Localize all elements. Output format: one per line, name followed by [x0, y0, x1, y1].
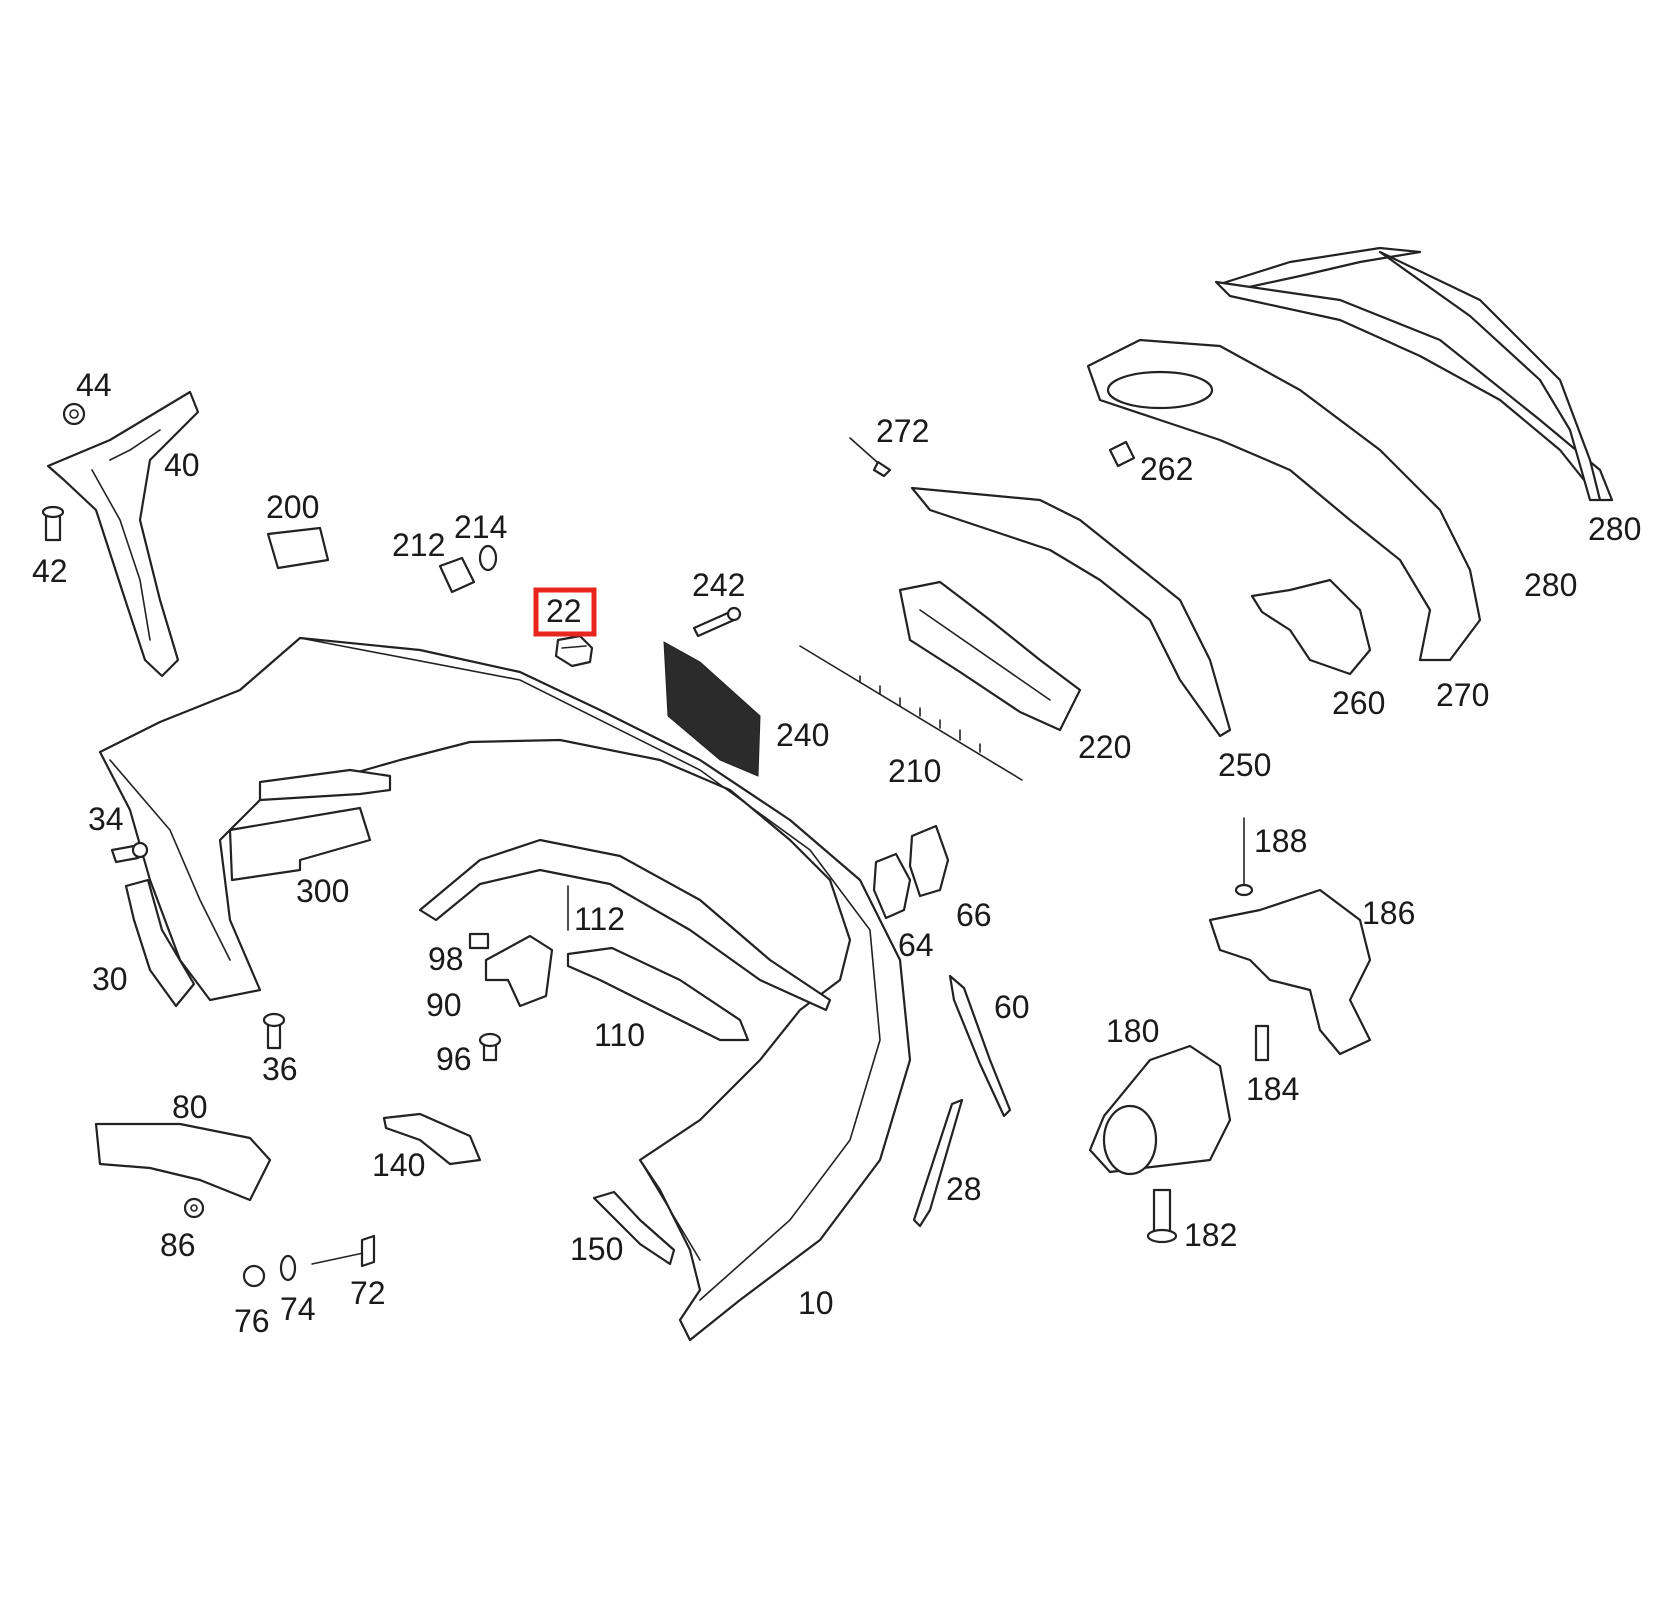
bracket-140-part: [382, 1112, 482, 1166]
frame-220-part: [898, 580, 1082, 732]
callout-40: 40: [164, 447, 200, 483]
callout-188: 188: [1254, 823, 1307, 859]
callout-186: 186: [1362, 895, 1415, 931]
callout-212: 212: [392, 527, 445, 563]
callout-270: 270: [1436, 677, 1489, 713]
callout-200: 200: [266, 489, 319, 525]
panel-300-part: [228, 768, 392, 882]
bracket-90-part: [484, 934, 554, 1008]
washer-86-part: [183, 1197, 205, 1219]
grille-240-part: [663, 641, 761, 777]
inner-beam-part: [418, 838, 832, 1012]
callout-22: 22: [546, 593, 582, 629]
callout-272: 272: [876, 413, 929, 449]
sensor-212-part: [438, 556, 476, 594]
ring-214-part: [478, 544, 498, 572]
reflector-64-part: [872, 852, 912, 920]
bolt-182-part: [1146, 1188, 1178, 1244]
clip-184-part: [1254, 1024, 1270, 1062]
callout-112: 112: [574, 901, 625, 937]
callout-242: 242: [692, 567, 745, 603]
callout-98: 98: [428, 941, 464, 977]
callout-74: 74: [280, 1291, 316, 1327]
bracket-110-part: [566, 946, 750, 1042]
callout-34: 34: [88, 801, 124, 837]
strip-210-part: [799, 645, 1023, 781]
bracket-186-part: [1208, 888, 1372, 1056]
callout-60: 60: [994, 989, 1030, 1025]
diffuser-250-part: [910, 486, 1232, 738]
callout-210: 210: [888, 753, 941, 789]
nut-98-part: [468, 932, 490, 950]
washer-74-part: [279, 1254, 297, 1282]
callout-72: 72: [350, 1275, 386, 1311]
trim-280-part: [1214, 246, 1614, 502]
callout-180: 180: [1106, 1013, 1159, 1049]
callout-10: 10: [798, 1285, 834, 1321]
callout-262: 262: [1140, 451, 1193, 487]
nut-44-part: [62, 402, 86, 426]
bolt-242-part: [692, 606, 742, 638]
callout-250: 250: [1218, 747, 1271, 783]
callout-42: 42: [32, 553, 68, 589]
callout-220: 220: [1078, 729, 1131, 765]
callout-140: 140: [372, 1147, 425, 1183]
clip-22-part: [554, 634, 594, 668]
diffuser-270-part: [1086, 338, 1482, 662]
screw-34-part: [110, 841, 149, 864]
bumper-cover-part: [98, 636, 912, 1342]
callout-150: 150: [570, 1231, 623, 1267]
callout-184: 184: [1246, 1071, 1299, 1107]
bracket-260-part: [1250, 578, 1372, 676]
callout-28: 28: [946, 1171, 982, 1207]
pin-188-part: [1234, 817, 1254, 897]
tailpipe-180-part: [1088, 1044, 1232, 1176]
strip-60-part: [948, 974, 1012, 1118]
callout-64: 64: [898, 927, 934, 963]
bracket-80-part: [94, 1122, 272, 1202]
nut-76-part: [242, 1264, 266, 1288]
callout-214: 214: [454, 509, 507, 545]
highlight-box: [533, 587, 597, 637]
cover-200-part: [266, 526, 330, 570]
screw-96-part: [478, 1032, 502, 1062]
callout-300: 300: [296, 873, 349, 909]
bracket-30-part: [124, 878, 196, 1008]
callout-86: 86: [160, 1227, 196, 1263]
clip-262-part: [1108, 440, 1136, 468]
callout-90: 90: [426, 987, 462, 1023]
callout-260: 260: [1332, 685, 1385, 721]
screw-36-part: [262, 1012, 286, 1050]
callout-280-lower: 280: [1524, 567, 1577, 603]
callout-110: 110: [594, 1017, 645, 1053]
callout-280-upper: 280: [1588, 511, 1641, 547]
callout-96: 96: [436, 1041, 472, 1077]
callout-labels: 44 40 42 200 212 214 22 242 240 272 262 …: [32, 367, 1641, 1339]
bracket-150-part: [592, 1190, 676, 1266]
screw-42-part: [41, 505, 65, 542]
callout-240: 240: [776, 717, 829, 753]
callout-80: 80: [172, 1089, 208, 1125]
callout-76: 76: [234, 1303, 270, 1339]
callout-182: 182: [1184, 1217, 1237, 1253]
callout-66: 66: [956, 897, 992, 933]
pin-272-part: [849, 437, 892, 478]
bracket-40-part: [46, 390, 200, 678]
callout-44: 44: [76, 367, 112, 403]
reflector-66-part: [908, 824, 950, 898]
callout-36: 36: [262, 1051, 298, 1087]
callout-30: 30: [92, 961, 128, 997]
bolt-72-part: [311, 1234, 376, 1268]
strip-28-part: [912, 1098, 964, 1228]
